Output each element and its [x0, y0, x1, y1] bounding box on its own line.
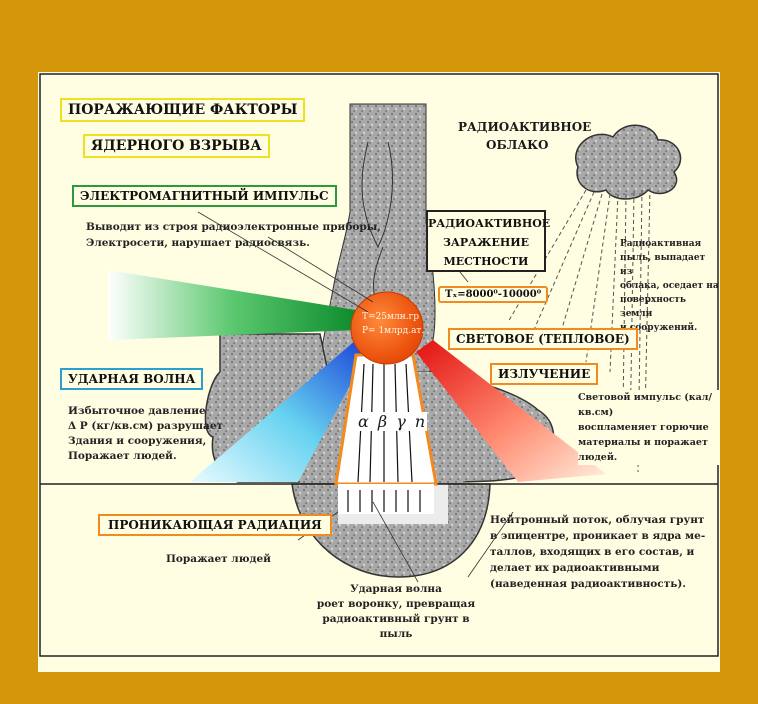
- title-box-line2: ЯДЕРНОГО ВЗРЫВА: [83, 134, 270, 158]
- contamination-line3: МЕСТНОСТИ: [428, 252, 544, 271]
- light-heading-2: ИЗЛУЧЕНИЕ: [490, 363, 598, 385]
- emp-desc-line1: Выводит из строя радиоэлектронные прибор…: [86, 220, 381, 235]
- crater-desc: Ударная волна роет воронку, превращая ра…: [316, 582, 476, 642]
- cloud-label-line2: ОБЛАКО: [486, 138, 548, 152]
- diagram-board: ПОРАЖАЮЩИЕ ФАКТОРЫ ЯДЕРНОГО ВЗРЫВА РАДИО…: [38, 72, 720, 672]
- shockwave-desc: Избыточное давление Δ Р (кг/кв.см) разру…: [68, 404, 223, 464]
- radioactive-cloud-icon: [576, 125, 681, 199]
- emp-desc-line2: Электросети, нарушает радиосвязь.: [86, 236, 310, 251]
- shockwave-heading: УДАРНАЯ ВОЛНА: [60, 368, 203, 390]
- contamination-box: РАДИОАКТИВНОЕ ЗАРАЖЕНИЕ МЕСТНОСТИ: [426, 210, 546, 272]
- contamination-line1: РАДИОАКТИВНОЕ: [428, 214, 544, 233]
- fireball-pressure: P= 1млрд.ат.: [362, 326, 424, 336]
- title-box-line1: ПОРАЖАЮЩИЕ ФАКТОРЫ: [60, 98, 305, 122]
- neutron-desc: Нейтронный поток, облучая грунт в эпицен…: [490, 512, 705, 592]
- radiation-heading: ПРОНИКАЮЩАЯ РАДИАЦИЯ: [98, 514, 332, 536]
- temperature-box: Tₓ=8000⁰-10000⁰: [438, 286, 548, 303]
- light-heading-1: СВЕТОВОЕ (ТЕПЛОВОЕ): [448, 328, 638, 350]
- emp-beam: [108, 270, 356, 340]
- fireball-temp: T=25млн.гр: [362, 312, 419, 322]
- cloud-label-line1: РАДИОАКТИВНОЕ: [458, 120, 591, 134]
- radiation-desc: Поражает людей: [166, 552, 271, 567]
- radiation-symbols: α β γ n: [358, 412, 427, 431]
- light-desc: Световой импульс (кал/кв.см) воспламеняе…: [578, 390, 720, 465]
- fallout-desc: Радиоактивная пыль, выпадает из облака, …: [620, 237, 720, 335]
- emp-heading: ЭЛЕКТРОМАГНИТНЫЙ ИМПУЛЬС: [72, 185, 337, 207]
- contamination-line2: ЗАРАЖЕНИЕ: [428, 233, 544, 252]
